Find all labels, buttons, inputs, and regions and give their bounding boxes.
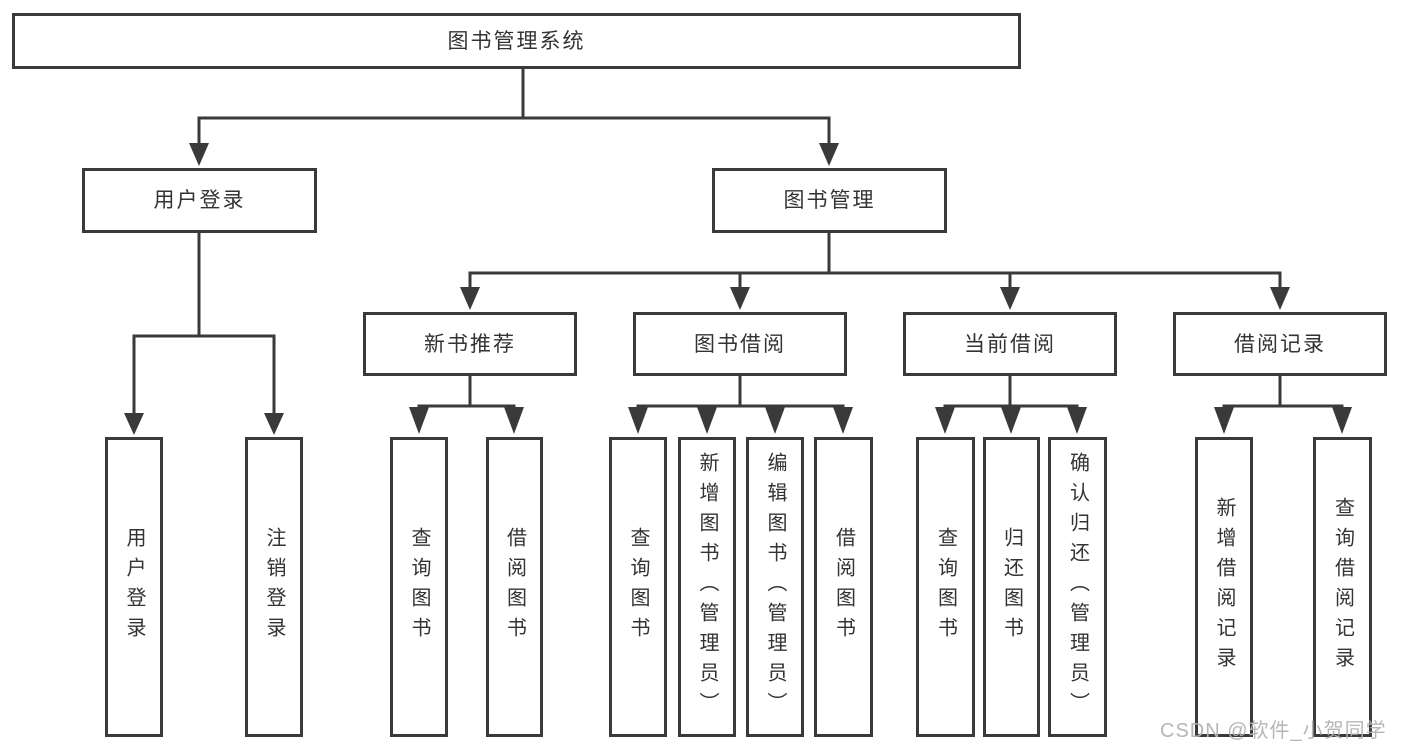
leaf-edit-book-admin: 编辑图书（管理员） bbox=[746, 437, 804, 737]
leaf-borrow-books-recommend: 借阅图书 bbox=[486, 437, 543, 737]
node-book-borrowing: 图书借阅 bbox=[633, 312, 847, 376]
leaf-query-books-recommend: 查询图书 bbox=[390, 437, 448, 737]
arrow-down-icon bbox=[697, 407, 717, 434]
leaf-return-books: 归还图书 bbox=[983, 437, 1040, 737]
node-borrowing-records: 借阅记录 bbox=[1173, 312, 1387, 376]
leaf-confirm-return-admin: 确认归还（管理员） bbox=[1048, 437, 1107, 737]
leaf-user-login: 用户登录 bbox=[105, 437, 163, 737]
arrow-down-icon bbox=[1332, 407, 1352, 434]
node-user-login: 用户登录 bbox=[82, 168, 317, 233]
connector-lines-group bbox=[132, 66, 1344, 416]
arrow-down-icon bbox=[819, 143, 839, 166]
leaf-add-book-admin: 新增图书（管理员） bbox=[678, 437, 736, 737]
arrow-down-icon bbox=[730, 287, 750, 310]
leaf-query-books-borrowing: 查询图书 bbox=[609, 437, 667, 737]
arrow-down-icon bbox=[1270, 287, 1290, 310]
leaf-add-borrow-record: 新增借阅记录 bbox=[1195, 437, 1253, 737]
arrow-down-icon bbox=[504, 407, 524, 434]
arrow-down-icon bbox=[1000, 287, 1020, 310]
arrow-down-icon bbox=[1067, 407, 1087, 434]
leaf-query-borrow-record: 查询借阅记录 bbox=[1313, 437, 1372, 737]
arrow-down-icon bbox=[460, 287, 480, 310]
arrow-down-icon bbox=[264, 413, 284, 435]
arrow-down-icon bbox=[833, 407, 853, 434]
arrow-down-icon bbox=[935, 407, 955, 434]
leaf-logout: 注销登录 bbox=[245, 437, 303, 737]
arrow-down-icon bbox=[765, 407, 785, 434]
arrow-down-icon bbox=[628, 407, 648, 434]
leaf-query-books-current: 查询图书 bbox=[916, 437, 975, 737]
watermark: CSDN @软件_小贺同学 bbox=[1160, 720, 1387, 742]
node-new-book-recommend: 新书推荐 bbox=[363, 312, 577, 376]
node-current-borrowing: 当前借阅 bbox=[903, 312, 1117, 376]
leaf-borrow-books-borrowing: 借阅图书 bbox=[814, 437, 873, 737]
arrow-down-icon bbox=[1214, 407, 1234, 434]
arrow-down-icon bbox=[1001, 407, 1021, 434]
arrowheads-group bbox=[124, 143, 1352, 435]
node-root: 图书管理系统 bbox=[12, 13, 1021, 69]
arrow-down-icon bbox=[189, 143, 209, 166]
arrow-down-icon bbox=[124, 413, 144, 435]
arrow-down-icon bbox=[409, 407, 429, 434]
node-book-management: 图书管理 bbox=[712, 168, 947, 233]
